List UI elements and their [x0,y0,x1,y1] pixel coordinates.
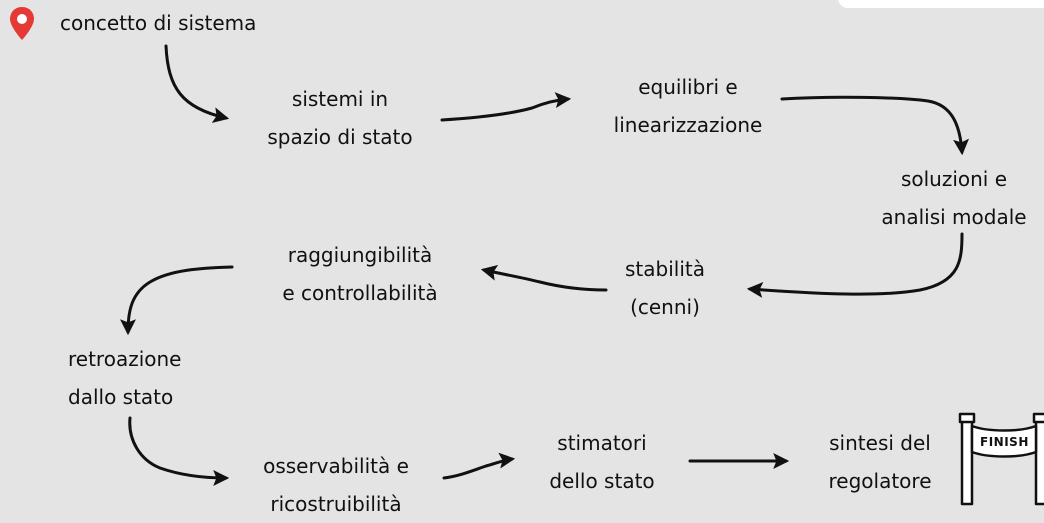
node-observability-line-1: osservabilità e [263,454,409,478]
roadmap-diagram: concetto di sistema sistemi in spazio di… [10,0,1044,516]
node-estimators-line-1: stimatori [557,431,647,455]
node-feedback: retroazione dallo stato [68,340,181,416]
finish-line-icon [958,412,1044,506]
node-synthesis-line-2: regolatore [828,469,932,493]
node-synthesis-line-1: sintesi del [829,431,931,455]
corner-tab [838,0,1044,8]
node-feedback-line-2: dallo stato [68,385,174,409]
arrow-observ-to-estimators [442,452,516,480]
node-reachability-line-2: e controllabilità [282,281,438,305]
node-equilibria-line-1: equilibri e [638,75,738,99]
node-state-space-line-2: spazio di stato [267,125,413,149]
node-equilibria: equilibri e linearizzazione [598,68,778,144]
arrow-feedback-to-observ [128,416,230,486]
node-state-space-line-1: sistemi in [291,87,389,111]
node-observability-line-2: ricostruibilità [270,492,402,516]
node-synthesis: sintesi del regolatore [800,424,960,500]
node-observability: osservabilità e ricostruibilità [236,447,436,523]
node-estimators: stimatori dello stato [532,424,672,500]
node-solutions: soluzioni e analisi modale [864,160,1044,236]
arrow-equilibria-to-solutions [780,95,970,156]
node-equilibria-line-2: linearizzazione [613,113,763,137]
node-feedback-line-1: retroazione [68,347,182,371]
node-reachability: raggiungibilità e controllabilità [250,236,470,312]
start-node: concetto di sistema [60,11,257,35]
flow-arrows [120,44,970,486]
finish-label: FINISH [980,435,1029,449]
node-stability-line-1: stabilità [625,257,705,281]
node-solutions-line-1: soluzioni e [900,167,1008,191]
location-pin-icon [10,7,34,40]
arrow-stability-to-reach [480,264,608,292]
node-reachability-line-1: raggiungibilità [287,243,433,267]
arrow-solutions-to-stability [746,232,964,298]
node-stability-line-2: (cenni) [630,295,700,319]
arrow-reach-to-feedback [120,265,234,336]
node-state-space: sistemi in spazio di stato [250,80,430,156]
node-solutions-line-2: analisi modale [881,205,1027,229]
arrow-state-space-to-equilibria [440,92,572,122]
arrow-start-to-state-space [164,44,230,123]
node-estimators-line-2: dello stato [549,469,655,493]
node-stability: stabilità (cenni) [600,250,730,326]
